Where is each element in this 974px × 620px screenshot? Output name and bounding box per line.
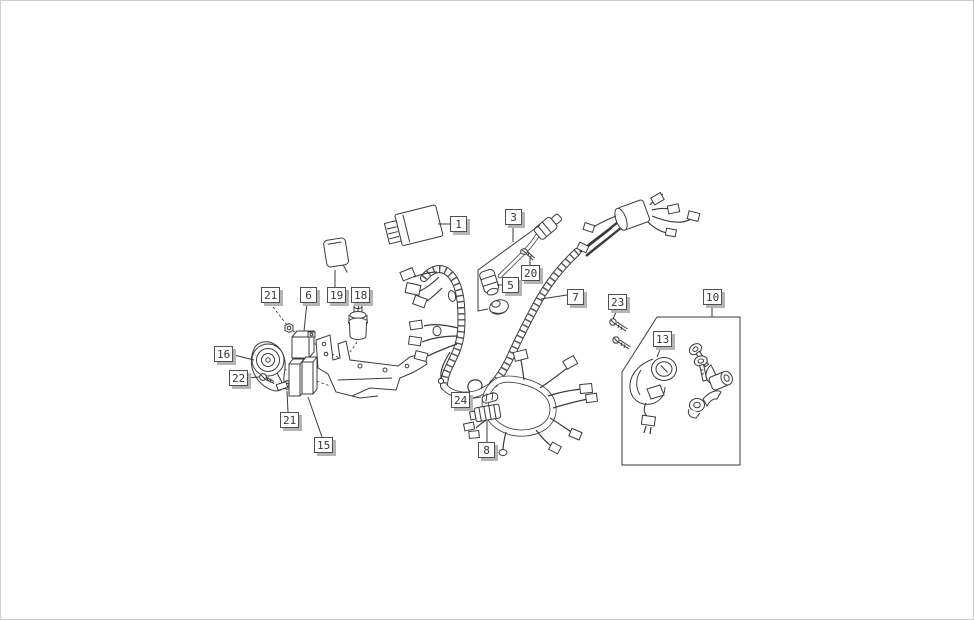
- lock-kit-box: [621, 316, 741, 466]
- part-grommet: [489, 299, 509, 315]
- part-screw-22: [259, 373, 275, 384]
- part-keys: [688, 343, 710, 382]
- part-screw-20: [520, 248, 535, 261]
- callout-part-6: 6: [300, 287, 317, 303]
- callout-part-10: 10: [703, 289, 723, 305]
- part-horn: [250, 341, 289, 392]
- callout-part-20: 20: [521, 265, 541, 281]
- part-regulator-15: [288, 356, 318, 397]
- part-flasher-18: [348, 304, 368, 340]
- part-helmet-lock: [705, 364, 733, 391]
- callout-part-3: 3: [505, 209, 522, 225]
- part-screws-23: [609, 318, 631, 350]
- part-relay-19: [323, 237, 349, 273]
- callout-part-22: 22: [229, 370, 249, 386]
- callout-part-19: 19: [327, 287, 347, 303]
- part-nut-21-upper: [284, 322, 294, 334]
- callout-part-21-upper: 21: [261, 287, 281, 303]
- part-fuse-holder-8: [468, 403, 502, 423]
- callout-part-5: 5: [502, 277, 519, 293]
- callout-part-7: 7: [567, 289, 584, 305]
- callout-part-24: 24: [451, 392, 471, 408]
- part-ignition-switch: [629, 357, 677, 435]
- callout-part-8: 8: [478, 442, 495, 458]
- callout-part-23: 23: [608, 294, 628, 310]
- callout-part-1: 1: [450, 216, 467, 232]
- part-fuse-24: [467, 379, 499, 404]
- ignition-coil: [614, 199, 650, 231]
- callout-part-13: 13: [653, 331, 673, 347]
- part-seat-lock: [687, 390, 722, 419]
- callout-part-21-lower: 21: [280, 412, 300, 428]
- part-relay-6: [291, 330, 316, 359]
- part-control-unit: [383, 204, 444, 246]
- callout-part-16: 16: [214, 346, 234, 362]
- callout-part-18: 18: [351, 287, 371, 303]
- part-spark-plug-cable: [479, 213, 563, 296]
- callout-part-15: 15: [314, 437, 334, 453]
